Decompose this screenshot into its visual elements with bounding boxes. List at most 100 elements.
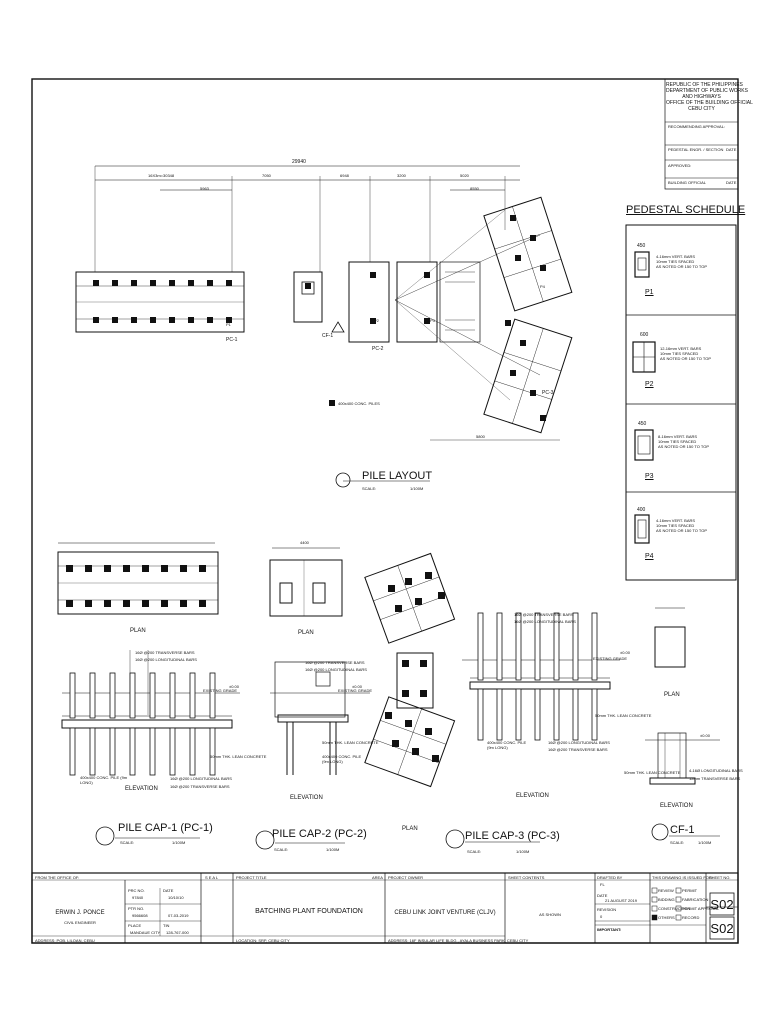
pc1-pile-bottom [189,727,196,776]
tb-issued-permit-approval[interactable]: PERMIT APPROVAL [682,906,720,911]
cf1-note-1: 4-16Ø LONGITUDINAL BARS [689,768,743,773]
layout-pile [150,280,156,286]
pc3-plan-pile [385,712,392,719]
pc3-plan-pile [412,748,419,755]
p2-label: P2 [645,381,654,388]
layout-pile [540,415,546,421]
cf1-marker [651,823,669,841]
pc1-plan-pile [180,565,187,572]
tb-ptr-label: PTR NO. [128,906,145,911]
layout-dim-3: 7050 [262,173,271,178]
layout-pile [424,272,430,278]
pc2-level: ±0.00 [352,684,362,689]
pc3-level: ±0.00 [620,650,630,655]
authority-line-3: AND HIGHWAYS [682,94,721,100]
p2-dim: 600 [640,332,649,338]
pedestal-schedule-table [625,224,737,581]
pc1-plan-pile [161,565,168,572]
pc3-marker [445,829,465,849]
approved-label: APPROVED: [668,163,692,168]
tb-from-office: FROM THE OFFICE OF: [35,875,80,880]
pc3-plan-pile [388,585,395,592]
authority-line-5: CEBU CITY [688,106,715,112]
pc1-pile-bottom [129,727,136,776]
layout-pile [93,317,99,323]
pc1-plan-pile [161,600,168,607]
pc1-pile-top [169,672,176,719]
pc3-note-4: 50mm THK. LEAN CONCRETE [595,713,652,718]
pedestal-engr-label: PEDESTAL ENGR. / SECTION [668,147,724,152]
pc1-note-5: 400x400 CONC. PILE (9m LONG) [80,775,128,785]
tag-pc3: PC-3 [542,390,554,396]
pc3-pile-bottom [477,688,484,741]
pc1-level: ±0.00 [229,684,239,689]
date-label-1: DATE [726,147,737,152]
pc3-pile-top [553,612,560,681]
layout-pile [530,390,536,396]
tb-sheet-contents-label: SHEET CONTENTS [508,875,545,880]
pc1-pile-bottom [109,727,116,776]
tb-issued-permit[interactable]: PERMIT [682,888,698,893]
pc3-note-1: 16Ø @200 TRANSVERSE BARS [514,612,574,617]
pile-layout-piles [93,215,546,421]
layout-pile [188,280,194,286]
tb-issued-fabrication[interactable]: FABRICATION [682,897,709,902]
tb-issued-record[interactable]: RECORD [682,915,700,920]
layout-dim-4: 6948 [340,173,349,178]
pc1-pile-bottom [209,727,216,776]
tb-issued-label: THIS DRAWING IS ISSUED FOR: [652,875,713,880]
pc1-plan-label: PLAN [130,628,146,634]
pc1-note-3: EXISTING GRADE [203,688,238,693]
pc1-plan-piles [66,565,206,607]
pile-layout-scale-value: 1/100M [410,486,424,491]
pc1-scale-label: SCALE: [120,840,135,845]
pc1-note-6: 16Ø @200 LONGITUDINAL BARS [170,776,232,781]
pc1-plan-pile [85,600,92,607]
tb-engineer-name: ERWIN J. PONCE [55,910,105,916]
tag-p3: P3 [430,318,435,323]
tb-issued-review[interactable]: REVIEW [658,888,674,893]
tb-date-value: 21 AUGUST 2019 [605,898,637,903]
p3-note: 8-16mm VERT. BARS 10mm TIES SPACED AS NO… [658,434,710,449]
pc3-plan-pile [420,660,427,667]
tb-sheet-no-label: SHEET NO. [709,875,731,880]
pc2-plan [269,547,343,617]
pc1-pile-bottom [69,727,76,776]
pc3-plan-label: PLAN [402,826,418,832]
pc3-note-3: EXISTING GRADE [593,656,628,661]
pc1-plan-pile [199,600,206,607]
pc2-note-5: 400x400 CONC. PILE (9m LONG) [322,754,362,764]
tb-issued-bidding[interactable]: BIDDING [658,897,675,902]
pc3-elevation-piles [477,612,598,741]
tag-p4: P4 [540,284,545,289]
pc1-plan-pile [66,565,73,572]
tb-project-owner-label: PROJECT OWNER [388,875,424,880]
pc3-plan-pile [432,755,439,762]
pc3-pile-top [515,612,522,681]
pc1-marker [95,826,115,846]
pc2-elevation [270,661,370,775]
layout-pile [131,317,137,323]
pc2-note-4: 50mm THK. LEAN CONCRETE [322,740,379,745]
tag-pc2: PC-2 [372,346,384,352]
tb-issued-construction[interactable]: CONSTRUCTION [658,906,691,911]
layout-pile [207,317,213,323]
layout-pile [510,215,516,221]
tb-prc-label: PRC NO. [128,888,145,893]
pc1-pile-top [149,672,156,719]
tb-issued-others[interactable]: OTHERS [658,915,675,920]
pc3-plan-pile [402,660,409,667]
pc1-note-1: 16Ø @200 TRANSVERSE BARS [135,650,195,655]
pc2-dim: 4400 [300,540,309,545]
tb-sheet-no: S02 [710,897,734,912]
tb-sheet-no-2: S02 [710,921,734,936]
pc3-plan-pile [395,605,402,612]
tb-drafted-by-label: DRAFTED BY [597,875,623,880]
pc1-elevation-piles [69,672,216,776]
pc3-elevation-label: ELEVATION [516,793,549,799]
layout-dim-total: 29940 [292,159,306,165]
tb-drafted-by: FL [600,882,605,887]
pc1-plan-pile [85,565,92,572]
layout-dim-1: 16X3m=30348 [148,173,175,178]
